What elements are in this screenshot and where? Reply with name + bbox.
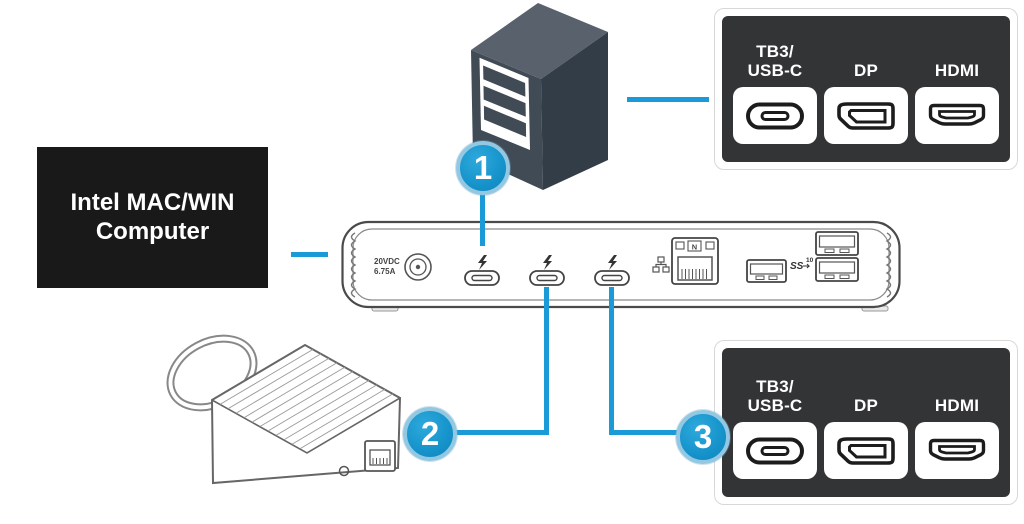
adapter-led-hole bbox=[338, 465, 350, 477]
displayport-port-tile bbox=[824, 87, 908, 144]
superspeed-10-label: SS 10 bbox=[790, 257, 814, 272]
port-panel-top: TB3/ USB-C DP HDMI bbox=[714, 8, 1018, 170]
usb-a-port-stacked-bottom bbox=[815, 257, 859, 282]
port-label-line1: HDMI bbox=[934, 60, 980, 80]
step-badge-1: 1 bbox=[456, 141, 510, 195]
ss-arrow-icon bbox=[803, 263, 811, 269]
displayport-port-tile bbox=[824, 422, 908, 479]
displayport-port-icon bbox=[834, 99, 898, 133]
adapter-body bbox=[210, 343, 402, 485]
port-panel-top-inner: TB3/ USB-C DP HDMI bbox=[722, 16, 1010, 162]
thunderbolt-port-3 bbox=[594, 255, 630, 286]
computer-label-line2: Computer bbox=[95, 217, 210, 245]
hdmi-port-tile bbox=[915, 422, 999, 479]
port-label: TB3/ USB-C bbox=[747, 377, 803, 415]
displayport-port-icon bbox=[834, 434, 898, 468]
port-label-line1: TB3/ bbox=[756, 42, 794, 62]
port-label: TB3/ USB-C bbox=[747, 42, 803, 80]
ethernet-n-marking: N bbox=[692, 243, 697, 252]
tower-drive-bay bbox=[483, 105, 527, 137]
step-badge-2: 2 bbox=[403, 407, 457, 461]
thunderbolt-port-1 bbox=[464, 255, 500, 286]
port-column-hdmi: HDMI bbox=[915, 395, 999, 479]
hdmi-port-tile bbox=[915, 87, 999, 144]
computer-label-line1: Intel MAC/WIN bbox=[70, 188, 235, 216]
tower-drive-bay bbox=[483, 85, 526, 117]
usb-a-port bbox=[746, 259, 787, 283]
port-panel-bottom: TB3/ USB-C DP HDMI bbox=[714, 340, 1018, 505]
port-label: HDMI bbox=[934, 395, 980, 415]
dock-power-label-line1: 20VDC bbox=[374, 257, 400, 266]
dock-power-label-line2: 6.75A bbox=[374, 267, 396, 276]
tower-top-face bbox=[471, 3, 608, 79]
ss-superscript: 10 bbox=[806, 257, 814, 264]
port-label-line2: USB-C bbox=[747, 395, 803, 415]
usb-c-port-tile bbox=[733, 422, 817, 479]
adapter-illustration bbox=[166, 334, 402, 485]
adapter-ethernet-port bbox=[364, 440, 396, 472]
thunderbolt-icon bbox=[608, 255, 617, 270]
port-label-line1: HDMI bbox=[934, 395, 980, 415]
port-label: DP bbox=[853, 60, 879, 80]
adapter-ridges bbox=[219, 349, 394, 450]
port-label: DP bbox=[853, 395, 879, 415]
line-badge2-horizontal bbox=[455, 430, 547, 435]
line-tower-to-panel bbox=[627, 97, 709, 102]
tower-drive-bay bbox=[483, 65, 526, 97]
port-label-line1: TB3/ bbox=[756, 377, 794, 397]
dock-illustration: 20VDC 6.75A bbox=[341, 220, 901, 312]
hdmi-port-icon bbox=[925, 434, 989, 468]
line-badge1-to-port bbox=[480, 194, 485, 246]
thunderbolt-icon bbox=[478, 255, 487, 270]
port-column-hdmi: HDMI bbox=[915, 60, 999, 144]
thunderbolt-icon bbox=[543, 255, 552, 270]
usb-c-port-icon bbox=[743, 434, 807, 468]
network-icon bbox=[652, 256, 670, 273]
adapter-top-edge bbox=[211, 397, 401, 454]
usb-a-port-stacked-top bbox=[815, 231, 859, 256]
port-column-dp: DP bbox=[824, 395, 908, 479]
port-label-line1: DP bbox=[853, 395, 879, 415]
port-column-usb-c: TB3/ USB-C bbox=[733, 377, 817, 479]
usb-c-port-icon bbox=[743, 99, 807, 133]
port-panel-bottom-inner: TB3/ USB-C DP HDMI bbox=[722, 348, 1010, 497]
line-badge3-horizontal bbox=[611, 430, 679, 435]
line-computer-to-dock bbox=[291, 252, 328, 257]
dock-vent-right bbox=[885, 232, 892, 298]
computer-label-box: Intel MAC/WIN Computer bbox=[37, 147, 268, 288]
port-column-dp: DP bbox=[824, 60, 908, 144]
port-label-line1: DP bbox=[853, 60, 879, 80]
line-badge3-vertical bbox=[609, 287, 614, 435]
ss-label: SS bbox=[790, 261, 804, 272]
port-label: HDMI bbox=[934, 60, 980, 80]
tower-right-face bbox=[541, 32, 608, 190]
step-badge-3: 3 bbox=[676, 410, 730, 464]
dock-vent-left bbox=[350, 232, 357, 298]
line-badge2-vertical bbox=[544, 287, 549, 435]
hdmi-port-icon bbox=[925, 99, 989, 133]
usb-c-port-tile bbox=[733, 87, 817, 144]
port-column-usb-c: TB3/ USB-C bbox=[733, 42, 817, 144]
dc-power-connector bbox=[404, 253, 432, 281]
ethernet-port: N bbox=[671, 237, 719, 285]
port-label-line2: USB-C bbox=[747, 60, 803, 80]
thunderbolt-port-2 bbox=[529, 255, 565, 286]
